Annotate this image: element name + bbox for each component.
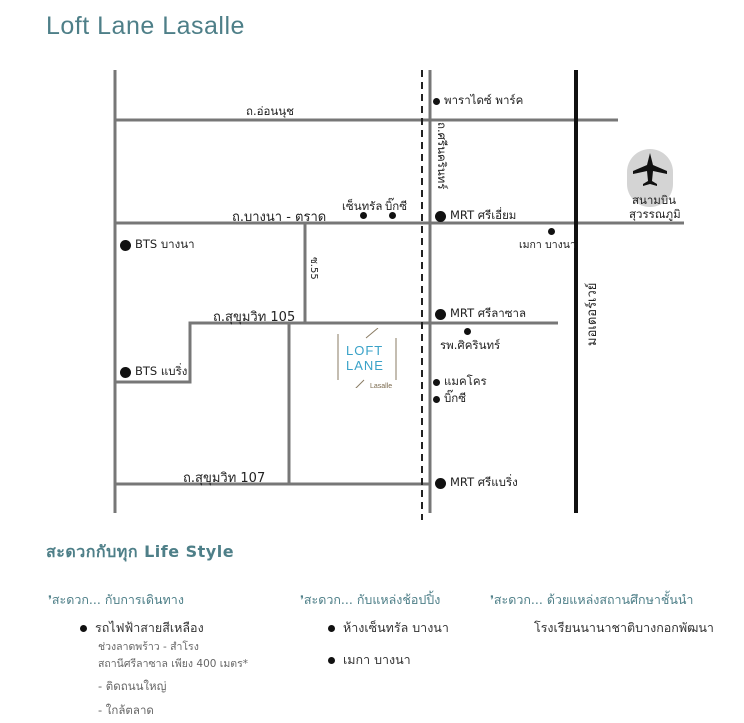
marker-icon — [433, 378, 440, 386]
col3-head: สะดวก... ด้วยแหล่งสถานศึกษาชั้นนำ — [493, 592, 694, 607]
place-mrt-sri-baering: MRT ศรีแบริ่ง — [435, 474, 518, 492]
road-label-onnut: ถ.อ่อนนุช — [246, 104, 294, 118]
place-bts-baering: BTS แบริ่ง — [120, 363, 187, 381]
marker-icon — [389, 212, 396, 219]
place-hospital: รพ.ศิครินทร์ — [440, 338, 501, 352]
bullet-icon — [328, 624, 335, 632]
col2-item2: เมกา บางนา — [343, 652, 411, 667]
leaf-icon: ❜ — [490, 593, 494, 607]
lifestyle-col-transport: ❜สะดวก... กับการเดินทาง รถไฟฟ้าสายสีเหลื… — [48, 590, 248, 720]
place-mega-bangna: เมกา บางนา — [519, 239, 576, 251]
airport-badge — [627, 149, 673, 207]
place-bigc1: บิ๊กซี — [385, 199, 408, 213]
place-airport: สนามบิน สุวรรณภูมิ — [629, 193, 681, 221]
place-makro: แมคโคร — [433, 373, 487, 391]
leaf-icon: ❜ — [48, 593, 52, 607]
place-bts-bangna: BTS บางนา — [120, 236, 195, 254]
place-central: เซ็นทรัล — [342, 199, 383, 213]
logo-frame — [337, 328, 397, 388]
station-icon — [435, 477, 446, 489]
road-sukhumvit105 — [115, 321, 558, 384]
place-bigc2: บิ๊กซี — [433, 390, 466, 408]
lifestyle-col-education: ❜สะดวก... ด้วยแหล่งสถานศึกษาชั้นนำ โรงเร… — [490, 590, 714, 638]
col1-dash1: - ติดถนนใหญ่ — [98, 679, 167, 693]
place-mrt-sri-iam: MRT ศรีเอี่ยม — [435, 207, 516, 225]
road-label-soi55: ซ.55 — [308, 257, 319, 280]
bullet-icon — [328, 656, 335, 664]
col1-dash2: - ใกล้ตลาด — [98, 703, 154, 717]
marker-icon — [464, 328, 471, 335]
bullet-icon — [80, 624, 87, 632]
lifestyle-title: สะดวกกับทุก Life Style — [46, 542, 235, 561]
logo-line3: Lasalle — [370, 383, 393, 390]
marker-icon — [360, 212, 367, 219]
station-icon — [435, 308, 446, 320]
station-icon — [435, 210, 446, 222]
airplane-icon — [633, 153, 667, 186]
col2-item1: ห้างเซ็นทรัล บางนา — [343, 620, 449, 635]
lifestyle-col-shopping: ❜สะดวก... กับแหล่งช้อปปิ้ง ห้างเซ็นทรัล … — [300, 590, 449, 670]
col3-item1: โรงเรียนนานาชาติบางกอกพัฒนา — [534, 620, 714, 635]
station-icon — [120, 239, 131, 251]
marker-icon — [433, 97, 440, 105]
col1-sub1: ช่วงลาดพร้าว - สำโรง — [98, 641, 199, 653]
place-mrt-sri-la-salle: MRT ศรีลาซาล — [435, 305, 526, 323]
place-paradise-park: พาราไดซ์ พาร์ค — [433, 92, 523, 110]
road-label-motorway: มอเตอร์เวย์ — [585, 282, 600, 346]
page-title: Loft Lane Lasalle — [46, 12, 245, 40]
road-label-bangna-trat: ถ.บางนา - ตราด — [232, 210, 327, 225]
col2-head: สะดวก... กับแหล่งช้อปปิ้ง — [303, 592, 441, 607]
col1-item: รถไฟฟ้าสายสีเหลือง — [95, 620, 204, 635]
road-label-srinakarin: ถ.ศรีนครินทร์ — [435, 122, 449, 190]
col1-sub2: สถานีศรีลาซาล เพียง 400 เมตร* — [98, 658, 248, 670]
marker-icon — [433, 395, 440, 403]
project-logo: LOFT LANE Lasalle — [336, 328, 398, 390]
logo-line1: LOFT — [346, 343, 384, 358]
station-icon — [120, 366, 131, 378]
road-label-sukhumvit107: ถ.สุขุมวิท 107 — [183, 471, 266, 486]
road-label-sukhumvit105: ถ.สุขุมวิท 105 — [213, 310, 296, 325]
col1-head: สะดวก... กับการเดินทาง — [51, 592, 184, 607]
logo-line2: LANE — [346, 358, 384, 373]
marker-icon — [548, 228, 555, 235]
leaf-icon: ❜ — [300, 593, 304, 607]
